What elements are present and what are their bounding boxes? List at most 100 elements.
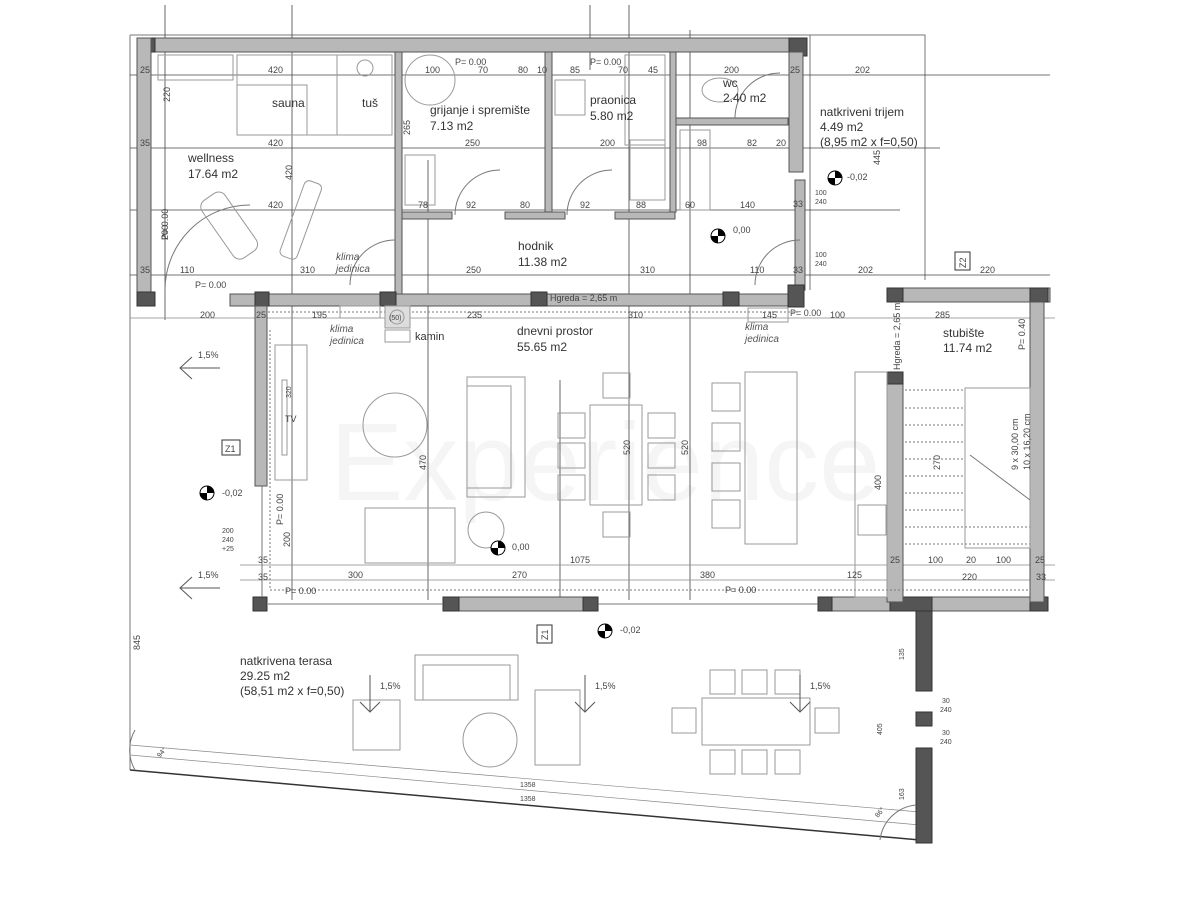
furniture — [157, 54, 1031, 775]
room-labels: wellness 17.64 m2 sauna tuš grijanje i s… — [187, 76, 992, 698]
site-boundary — [129, 34, 926, 841]
dimension: 300 — [348, 570, 363, 580]
dimension: 10 — [537, 65, 547, 75]
dimension: 70 — [478, 65, 488, 75]
dimension: 33 — [1036, 572, 1046, 582]
dimension: 380 — [700, 570, 715, 580]
floor-level-label: P= 0.00 — [725, 585, 756, 595]
dimension: 200 — [724, 65, 739, 75]
room-area-hodnik: 11.38 m2 — [518, 255, 567, 269]
dimension: 1358 — [520, 782, 536, 789]
dimension: 100 — [815, 252, 827, 259]
slope-label: 1,5% — [595, 681, 616, 691]
dimension: 25 — [140, 65, 150, 75]
dimension: 270 — [932, 455, 942, 470]
dimension: +25 — [222, 546, 234, 553]
dimension: 420 — [268, 138, 283, 148]
dimension: 92 — [466, 200, 476, 210]
room-area-terasa: 29.25 m2 — [240, 669, 290, 683]
floor-level-label: P= 0.40 — [1017, 319, 1027, 350]
elevation-label: 0,00 — [733, 225, 751, 235]
dimension: 420 — [268, 200, 283, 210]
level-marker-icon — [597, 623, 613, 639]
dimension: 45 — [648, 65, 658, 75]
dimension: 310 — [300, 265, 315, 275]
dimension-labels: 420 420 420 25 35 35 220 100 70 80 10 85… — [132, 65, 1046, 803]
label-jedinica: jedinica — [334, 264, 370, 275]
room-note-trijem: (8,95 m2 x f=0,50) — [820, 135, 918, 149]
room-name-sauna: sauna — [272, 96, 305, 110]
level-marker-icon — [827, 170, 843, 186]
dimension: 1075 — [570, 555, 590, 565]
dimension: 200 — [160, 225, 170, 240]
watermark: Experience — [330, 401, 880, 524]
slope-label: 1,5% — [810, 681, 831, 691]
dimension: 520 — [622, 440, 632, 455]
dimension: 250 — [465, 138, 480, 148]
level-marker-icon — [199, 485, 215, 501]
dimension: 80 — [518, 65, 528, 75]
elevation-markers — [199, 170, 843, 639]
dimension: 240 — [940, 707, 952, 714]
label-beam-height: Hgreda = 2,65 m — [550, 293, 617, 303]
dimension: 60 — [685, 200, 695, 210]
dimension: 100 — [830, 310, 845, 320]
dimension: 33 — [793, 199, 803, 209]
dimension: 88 — [636, 200, 646, 210]
dimension: 265 — [402, 120, 412, 135]
dimension: 200 — [200, 310, 215, 320]
dimension: 420 — [268, 65, 283, 75]
room-note-terasa: (58,51 m2 x f=0,50) — [240, 684, 344, 698]
room-name-wellness: wellness — [187, 151, 234, 165]
section-tags — [221, 251, 971, 644]
slope-label: 1,5% — [198, 350, 219, 360]
level-marker-icon — [490, 540, 506, 556]
walls — [136, 37, 1051, 844]
floor-level-label: P= 0.00 — [455, 57, 486, 67]
dimension: 1358 — [520, 796, 536, 803]
dimension: (50) — [389, 315, 401, 322]
dimension: 163 — [899, 788, 906, 800]
dimension: 400 — [873, 475, 883, 490]
label-klima: klima — [745, 322, 769, 333]
elevation-label: -0,02 — [847, 172, 868, 182]
dimension: 240 — [815, 199, 827, 206]
room-name-terasa: natkrivena terasa — [240, 654, 332, 668]
label-klima: klima — [336, 252, 360, 263]
room-name-hodnik: hodnik — [518, 239, 554, 253]
slope-label: 1,5% — [380, 681, 401, 691]
dimension: 270 — [512, 570, 527, 580]
label-tv: TV — [285, 414, 297, 424]
dimension: 20 — [966, 555, 976, 565]
elevation-label: -0,02 — [620, 625, 641, 635]
label-jedinica: jedinica — [328, 336, 364, 347]
room-name-wc: wc — [722, 76, 738, 90]
dimension: 35 — [258, 572, 268, 582]
dimension: 25 — [790, 65, 800, 75]
room-name-grijanje: grijanje i spremište — [430, 103, 530, 117]
room-area-praonica: 5.80 m2 — [590, 109, 634, 123]
label-stair-tread: 9 x 30,00 cm — [1010, 418, 1020, 470]
room-name-stubiste: stubište — [943, 326, 985, 340]
dimension: 25 — [256, 310, 266, 320]
room-name-tus: tuš — [362, 96, 378, 110]
dimension: 100 — [425, 65, 440, 75]
dimension: 310 — [640, 265, 655, 275]
dimension: 25 — [890, 555, 900, 565]
section-tag: Z1 — [225, 444, 236, 454]
room-area-grijanje: 7.13 m2 — [430, 119, 474, 133]
dimension: 135 — [899, 648, 906, 660]
dimension: 470 — [418, 455, 428, 470]
dimension: 30 — [942, 698, 950, 705]
dimension: 98 — [697, 138, 707, 148]
section-tag: Z1 — [540, 629, 550, 640]
staircase — [905, 387, 1031, 549]
room-area-wc: 2.40 m2 — [723, 91, 767, 105]
room-name-dnevni: dnevni prostor — [517, 324, 593, 338]
floor-level-label: P= 0.00 — [590, 57, 621, 67]
dimension: 30 — [942, 730, 950, 737]
floor-level-label: P= 0.00 — [790, 308, 821, 318]
elevation-label: 0,00 — [512, 542, 530, 552]
dimension: 80 — [520, 200, 530, 210]
label-jedinica: jedinica — [743, 334, 779, 345]
